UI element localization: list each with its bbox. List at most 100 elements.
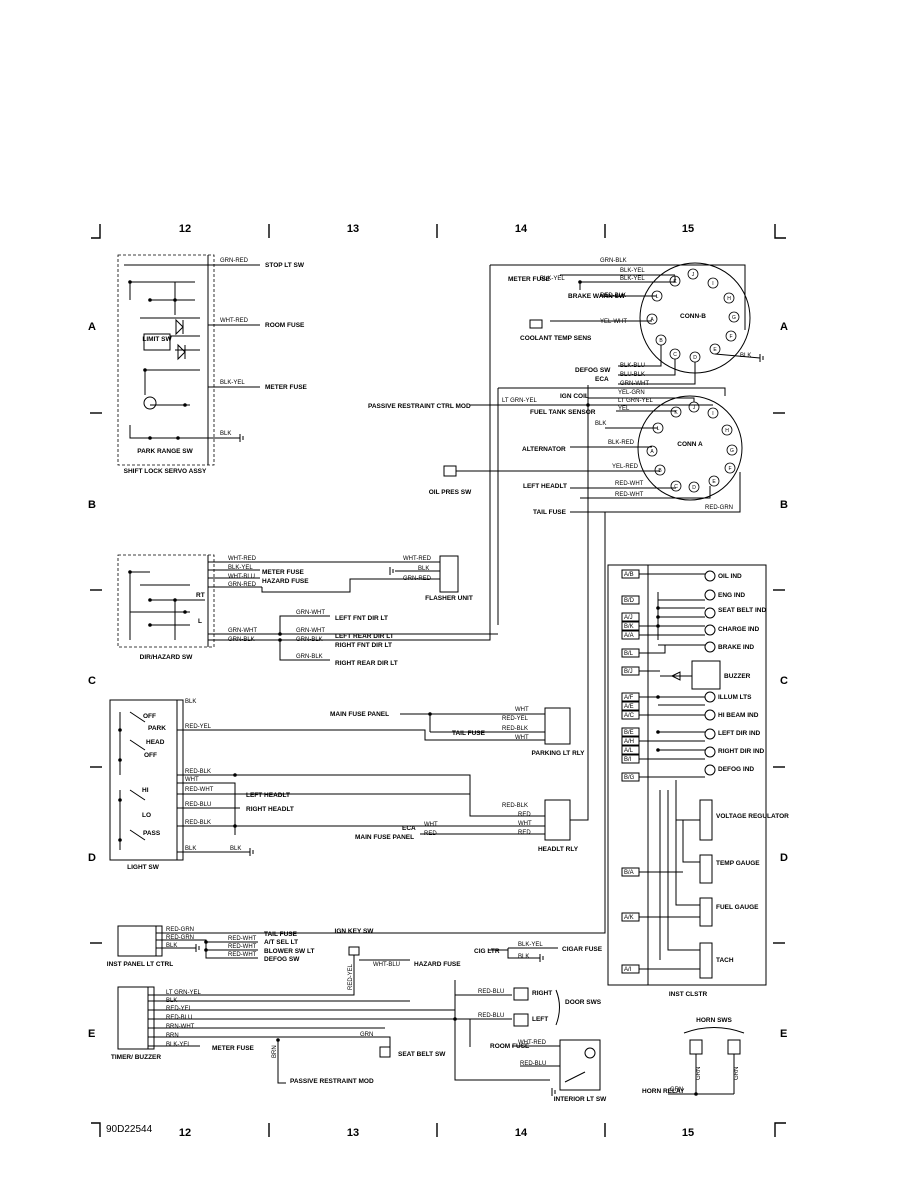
svg-text:J: J xyxy=(693,405,696,411)
svg-text:L: L xyxy=(657,426,660,432)
svg-text:RED: RED xyxy=(518,812,531,818)
svg-text:E: E xyxy=(712,479,716,485)
wire-yel-red: YEL-RED xyxy=(612,464,639,470)
label-oil-pres-sw: OIL PRES SW xyxy=(429,489,472,496)
wire-blk-ground: BLK xyxy=(740,353,751,359)
svg-text:BLK-YEL: BLK-YEL xyxy=(166,1042,191,1048)
fuel-gauge-box xyxy=(699,897,713,927)
label-brake-warn-sw: BRAKE WARN SW xyxy=(568,293,626,300)
wire-blk-light-2: BLK xyxy=(185,846,196,852)
door-sws: RED-BLU RED-BLU RIGHT LEFT DOOR SWS ROOM… xyxy=(453,987,602,1081)
svg-text:A/B: A/B xyxy=(624,572,634,578)
svg-text:LEFT: LEFT xyxy=(532,1016,548,1023)
svg-text:BLK: BLK xyxy=(166,998,177,1004)
svg-text:BLK: BLK xyxy=(418,566,429,572)
svg-text:DEFOG SW: DEFOG SW xyxy=(264,956,300,963)
svg-text:HEAD: HEAD xyxy=(146,739,165,746)
svg-text:BUZZER: BUZZER xyxy=(724,673,751,680)
wire-grn-blk: GRN-BLK xyxy=(600,258,627,264)
svg-text:TEMP GAUGE: TEMP GAUGE xyxy=(716,860,760,867)
frame-corner-marks xyxy=(90,224,786,1137)
svg-text:A/C: A/C xyxy=(624,713,635,719)
wire-lt-grn-yel-a: LT GRN-YEL xyxy=(502,398,537,404)
svg-text:A/K: A/K xyxy=(624,915,634,921)
wire-red-wht-light: RED-WHT xyxy=(185,787,214,793)
label-coolant-temp-sens: COOLANT TEMP SENS xyxy=(520,335,592,342)
wire-red-wht-a: RED-WHT xyxy=(615,481,644,487)
flasher-unit: WHT-RED BLK GRN-RED FLASHER UNIT xyxy=(389,555,473,602)
wire-yel-wht: YEL-WHT xyxy=(600,319,627,325)
svg-text:B/J: B/J xyxy=(624,669,633,675)
svg-text:TAIL FUSE: TAIL FUSE xyxy=(264,931,298,938)
svg-text:A/H: A/H xyxy=(624,739,634,745)
svg-text:METER FUSE: METER FUSE xyxy=(212,1045,255,1052)
wire-wht-blu-dir: WHT-BLU xyxy=(228,574,255,580)
svg-text:LT GRN-YEL: LT GRN-YEL xyxy=(166,990,201,996)
svg-text:RED: RED xyxy=(424,831,437,837)
wire-blk-yel-2: BLK-YEL xyxy=(540,276,565,282)
wire-yel: YEL xyxy=(618,406,630,412)
ign-key-sw: IGN KEY SW RED-YEL WHT-BLU HAZARD FUSE xyxy=(330,928,461,996)
svg-text:CHARGE IND: CHARGE IND xyxy=(718,626,759,633)
row-label-b-right: B xyxy=(780,499,788,511)
svg-text:E: E xyxy=(713,347,717,353)
col-label-14: 14 xyxy=(515,223,528,235)
wire-red-blu-light: RED-BLU xyxy=(185,802,211,808)
svg-text:LEFT DIR IND: LEFT DIR IND xyxy=(718,730,761,737)
conn-a-pins: K J I H G F E D C B A L xyxy=(646,401,738,493)
wire-blk-red: BLK-RED xyxy=(608,440,635,446)
label-meter-fuse: METER FUSE xyxy=(508,276,551,283)
svg-text:B/I: B/I xyxy=(624,757,632,763)
dest-stop-lt-sw: STOP LT SW xyxy=(265,262,305,269)
row-label-c-right: C xyxy=(780,675,788,687)
grid-column-labels-top: 12 13 14 15 xyxy=(179,223,694,235)
svg-text:RED-BLU: RED-BLU xyxy=(478,1013,504,1019)
svg-text:OFF: OFF xyxy=(143,713,156,720)
svg-text:BLK: BLK xyxy=(518,954,529,960)
svg-text:WHT: WHT xyxy=(515,707,529,713)
wire-blk-yel: BLK-YEL xyxy=(220,380,245,386)
conn-a-connector: CONN A K J I H G F E D C B A L LT GRN-YE… xyxy=(368,385,743,625)
wire-red-yel-light: RED-YEL xyxy=(185,724,212,730)
grid-column-labels-bottom: 12 13 14 15 90D22544 xyxy=(106,1124,694,1139)
svg-text:D: D xyxy=(692,485,696,491)
shift-lock-title: SHIFT LOCK SERVO ASSY xyxy=(124,468,207,475)
label-passive-restraint-ctrl-mod: PASSIVE RESTRAINT CTRL MOD xyxy=(368,403,471,410)
wire-blk-yel-3: BLK-YEL xyxy=(620,276,645,282)
svg-text:A: A xyxy=(650,449,654,455)
horn-relay-label: HORN RELAY xyxy=(642,1088,685,1095)
svg-text:HI: HI xyxy=(142,787,149,794)
wire-blk-a: BLK xyxy=(595,421,606,427)
timer-buzzer: TIMER/ BUZZER LT GRN-YEL BLK RED-YEL RED… xyxy=(111,980,471,1085)
label-fuel-tank-sensor: FUEL TANK SENSOR xyxy=(530,409,596,416)
svg-text:H: H xyxy=(727,296,731,302)
tach-box xyxy=(699,942,713,979)
door-sws-title: DOOR SWS xyxy=(565,999,602,1006)
col-label-15-bottom: 15 xyxy=(682,1127,694,1139)
svg-text:B/L: B/L xyxy=(624,651,634,657)
svg-text:B/D: B/D xyxy=(624,598,635,604)
svg-text:RED-WHT: RED-WHT xyxy=(228,952,257,958)
wire-blk-light: BLK xyxy=(185,699,196,705)
wire-wht-light: WHT xyxy=(185,777,199,783)
svg-text:RED-GRN: RED-GRN xyxy=(166,935,194,941)
wire-lt-grn-yel-b: LT GRN-YEL xyxy=(618,398,653,404)
svg-text:RED-GRN: RED-GRN xyxy=(166,927,194,933)
parking-rly-title: PARKING LT RLY xyxy=(532,750,586,757)
svg-text:G: G xyxy=(730,448,734,454)
grid-row-labels: A B C D E A B C D E xyxy=(88,321,788,1040)
dir-hazard-title: DIR/HAZARD SW xyxy=(140,654,194,661)
indicator-lamps xyxy=(704,570,716,776)
dest-dir-meter-fuse: METER FUSE xyxy=(262,569,305,576)
svg-text:A/A: A/A xyxy=(624,633,634,639)
svg-text:J: J xyxy=(692,272,695,278)
svg-text:PASS: PASS xyxy=(143,830,161,837)
row-label-e-left: E xyxy=(88,1028,95,1040)
conn-b-label: CONN-B xyxy=(680,313,706,320)
col-label-12: 12 xyxy=(179,223,191,235)
svg-text:LO: LO xyxy=(142,812,151,819)
svg-text:RED-YEL: RED-YEL xyxy=(166,1006,193,1012)
col-label-15: 15 xyxy=(682,223,694,235)
dest-dir-hazard-fuse: HAZARD FUSE xyxy=(262,578,309,585)
